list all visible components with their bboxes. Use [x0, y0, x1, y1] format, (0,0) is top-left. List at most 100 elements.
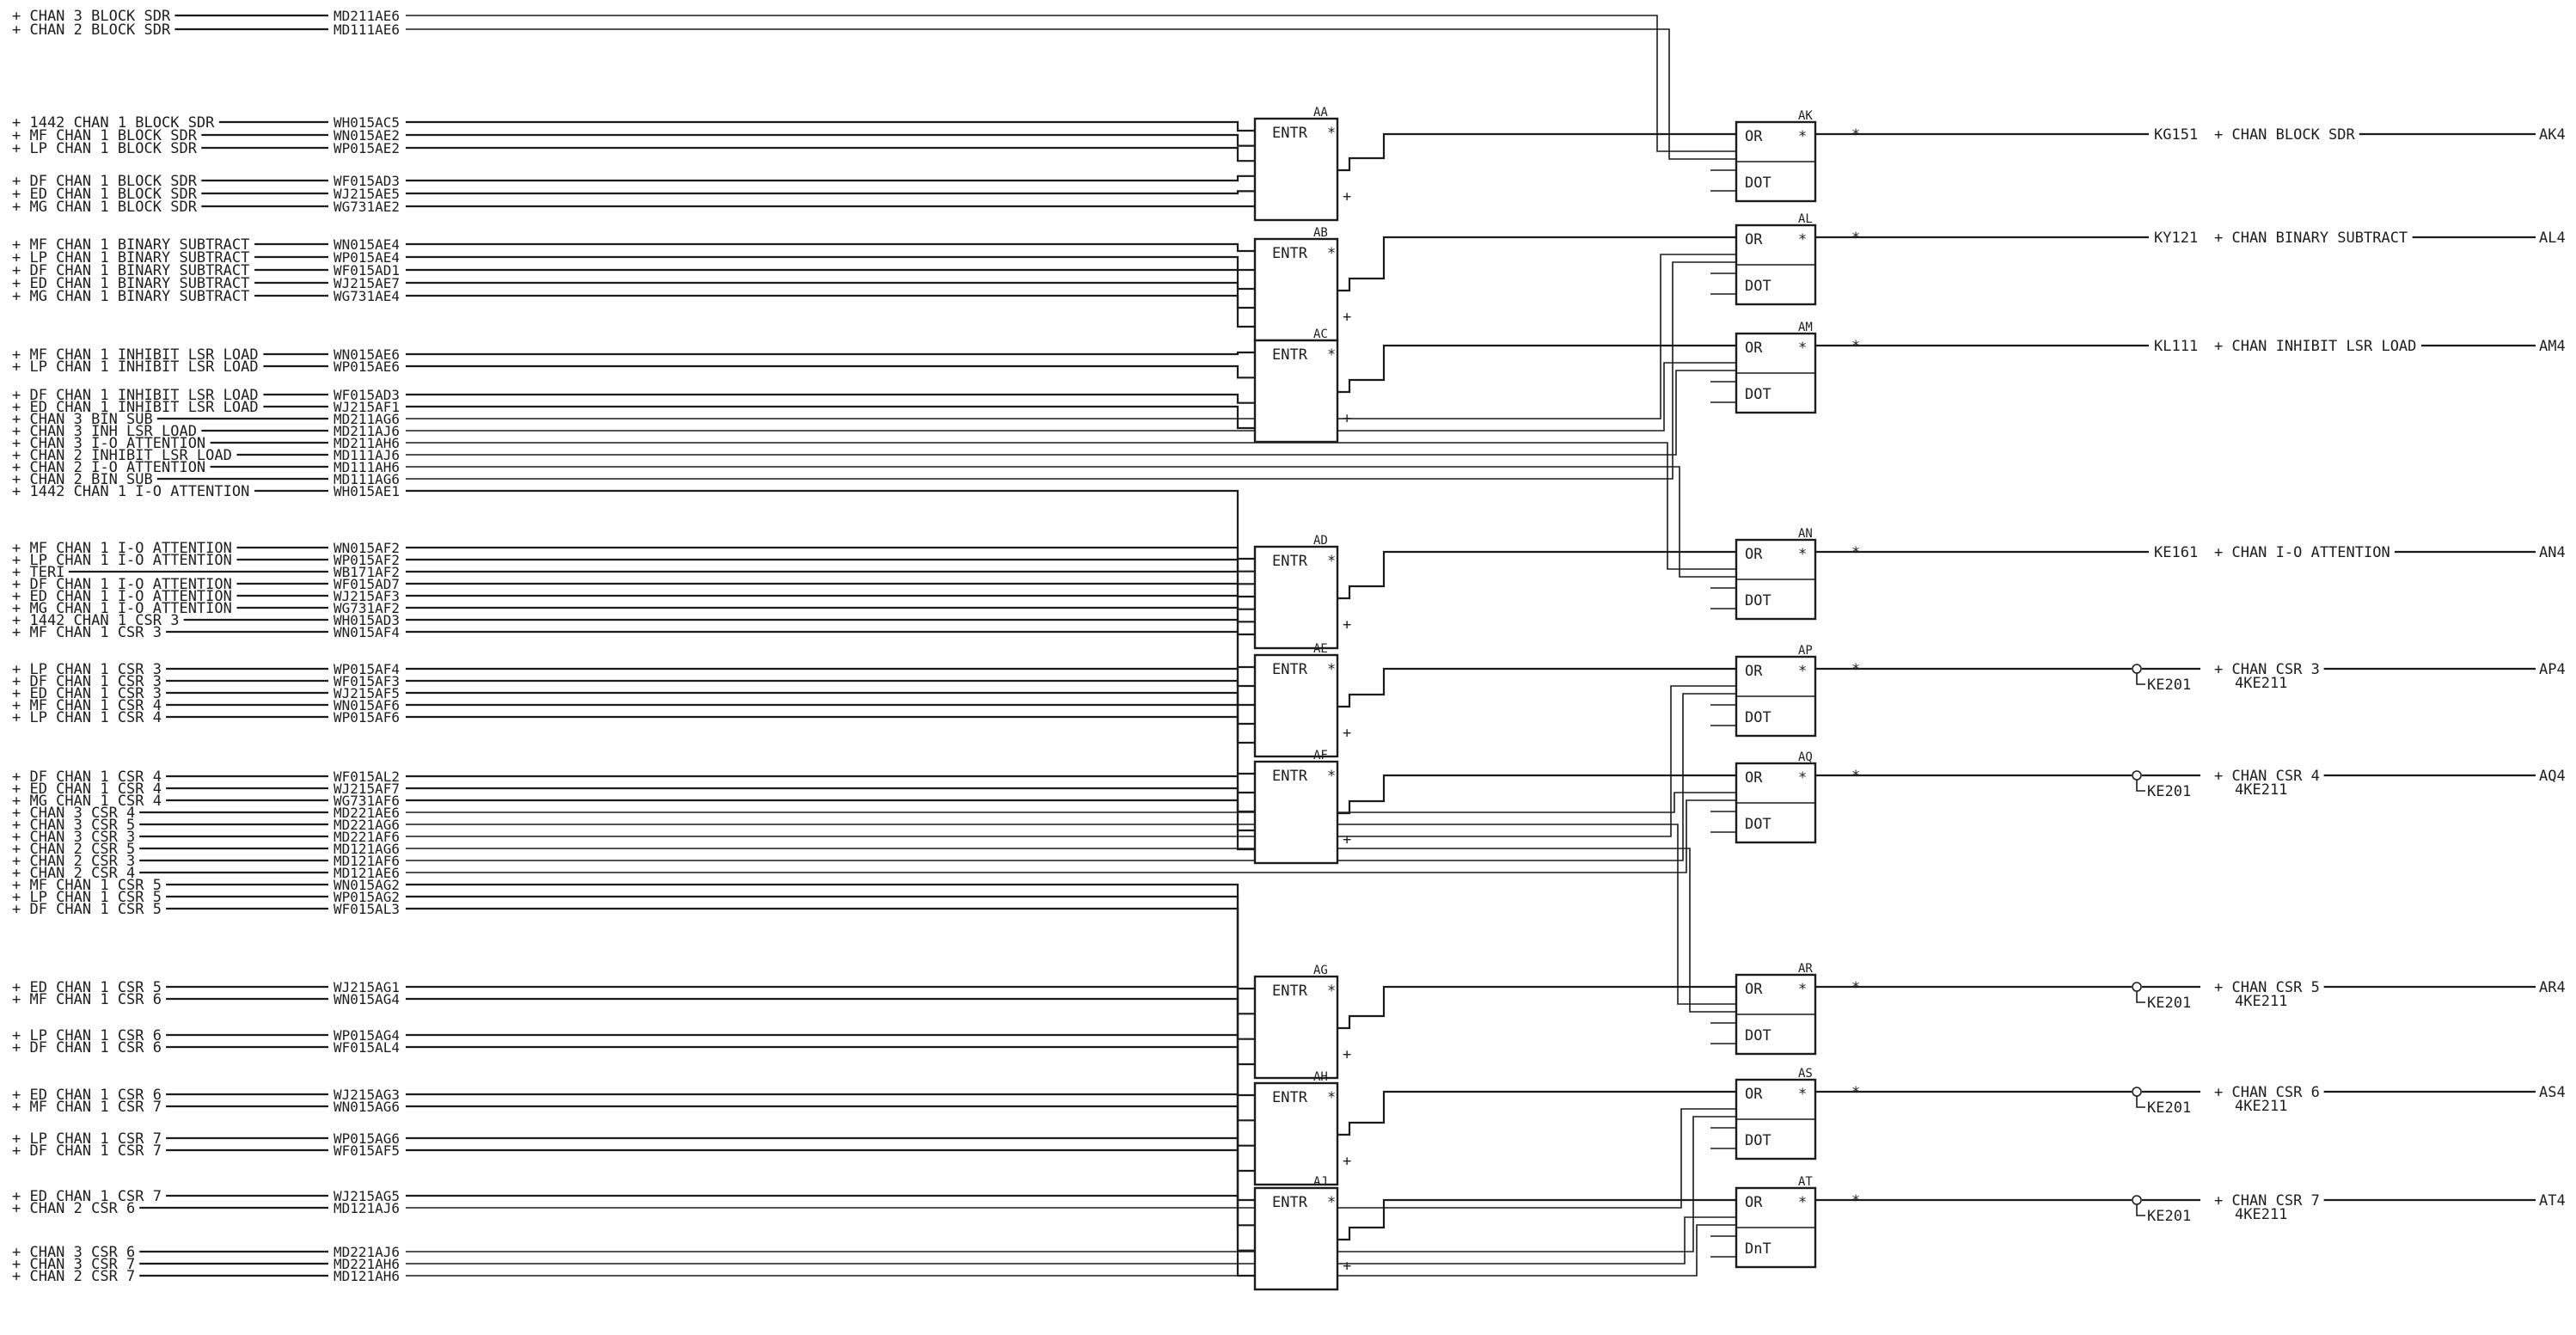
entr-block-label: ENTR [1272, 553, 1308, 570]
input-net-label: MD211AH6 [333, 435, 400, 451]
input-signal-label: + LP CHAN 1 INHIBIT LSR LOAD [12, 358, 259, 376]
input-wire [406, 268, 1255, 291]
input-net-label: WN015AG2 [333, 877, 400, 893]
entr-to-or-wire [1337, 1198, 1736, 1241]
input-net-label: WF015AD1 [333, 262, 400, 279]
input-signal-label: + CHAN 2 BLOCK SDR [12, 21, 171, 39]
input-net-label: WJ215AF7 [333, 781, 400, 797]
output-ref-tap [2136, 991, 2145, 1003]
or-gate-star: * [1798, 546, 1807, 563]
output-ref: KL111 [2154, 338, 2198, 355]
input-net-label: WG731AF2 [333, 600, 400, 616]
entr-block-id: AG [1313, 964, 1328, 977]
output-ref: KE161 [2154, 544, 2198, 561]
entr-block-id: AF [1313, 749, 1328, 762]
input-net-label: MD221AF6 [333, 829, 400, 845]
input-signal-label: + ED CHAN 1 INHIBIT LSR LOAD [12, 399, 259, 416]
dot-gate-label: DOT [1745, 592, 1771, 609]
input-signal-label: + CHAN 2 I-O ATTENTION [12, 459, 205, 476]
output-pin: AL4 [2539, 230, 2566, 247]
or-gate-id: AK [1798, 109, 1813, 123]
or-gate-star: * [1798, 231, 1807, 248]
input-wire [406, 715, 1255, 794]
input-net-label: WP015AG4 [333, 1027, 400, 1044]
input-net-label: MD121AF6 [333, 853, 400, 869]
input-signal-label: + LP CHAN 1 BLOCK SDR [12, 140, 198, 157]
input-signal-label: + MG CHAN 1 CSR 4 [12, 793, 162, 810]
cross-wire [406, 1108, 1736, 1209]
input-wire [406, 907, 1255, 1040]
input-net-label: MD111AJ6 [333, 447, 400, 463]
input-net-label: WJ215AF5 [333, 685, 400, 701]
input-wire [406, 175, 1255, 182]
entr-block-box [1253, 117, 1339, 222]
entr-block-id: AB [1313, 226, 1328, 240]
input-net-label: WF015AF5 [333, 1142, 400, 1159]
input-net-label: WJ215AG5 [333, 1188, 400, 1204]
input-net-label: MD121AH6 [333, 1268, 400, 1284]
input-wire [406, 703, 1255, 775]
input-signal-label: + CHAN 3 CSR 7 [12, 1256, 135, 1273]
input-signal-label: + LP CHAN 1 I-O ATTENTION [12, 552, 232, 569]
input-signal-label: + CHAN 3 BIN SUB [12, 411, 153, 428]
input-wire [406, 594, 1255, 623]
input-wire [406, 255, 1255, 272]
entr-block-star: * [1327, 1089, 1336, 1106]
input-wire [406, 393, 1255, 404]
input-signal-label: + DF CHAN 1 I-O ATTENTION [12, 576, 232, 593]
input-net-label: MD111AE6 [333, 21, 400, 38]
entr-block-star: * [1327, 125, 1336, 142]
input-signal-label: + MG CHAN 1 BLOCK SDR [12, 199, 198, 216]
entr-block-id: AD [1313, 534, 1328, 548]
input-net-label: WP015AE4 [333, 249, 400, 266]
or-gate-id: AP [1798, 644, 1813, 658]
input-net-label: WJ215AG3 [333, 1087, 400, 1103]
cross-wire [406, 28, 1736, 160]
input-net-label: MD211AJ6 [333, 423, 400, 439]
input-signal-label: + DF CHAN 1 CSR 5 [12, 901, 162, 918]
input-wire [406, 630, 1255, 688]
cross-wire [406, 442, 1736, 570]
output-ref: KG151 [2154, 126, 2198, 144]
input-wire [406, 1105, 1255, 1202]
input-signal-label: + DF CHAN 1 CSR 7 [12, 1142, 162, 1160]
input-net-label: WP015AF2 [333, 552, 400, 568]
input-signal-label: + ED CHAN 1 CSR 6 [12, 1087, 162, 1104]
input-net-label: WN015AE4 [333, 236, 400, 253]
input-signal-label: + MF CHAN 1 CSR 5 [12, 877, 162, 894]
entr-block-plus: + [1343, 616, 1351, 634]
input-signal-label: + ED CHAN 1 CSR 4 [12, 781, 162, 798]
input-signal-label: + LP CHAN 1 BINARY SUBTRACT [12, 249, 249, 266]
dot-gate-label: DOT [1745, 1027, 1771, 1044]
input-signal-label: + ED CHAN 1 CSR 5 [12, 979, 162, 996]
entr-block-box [1253, 339, 1339, 444]
input-wire [406, 190, 1255, 195]
input-signal-label: + MF CHAN 1 BLOCK SDR [12, 127, 198, 144]
output-signal-label: + CHAN BLOCK SDR [2214, 126, 2356, 144]
or-gate-id: AQ [1798, 750, 1813, 764]
input-signal-label: + DF CHAN 1 INHIBIT LSR LOAD [12, 387, 259, 404]
input-signal-label: + CHAN 3 CSR 4 [12, 805, 135, 822]
input-net-label: WH015AC5 [333, 114, 400, 131]
or-gate-id: AL [1798, 212, 1813, 226]
entr-to-or-wire [1337, 985, 1736, 1030]
input-wire [406, 775, 1255, 813]
or-gate-id: AN [1798, 527, 1813, 541]
input-net-label: WF015AL2 [333, 769, 400, 785]
output-pin: AS4 [2539, 1084, 2566, 1101]
input-signal-label: + ED CHAN 1 CSR 7 [12, 1188, 162, 1205]
input-wire [406, 364, 1255, 379]
input-net-label: WG731AE4 [333, 288, 400, 304]
input-net-label: WP015AG2 [333, 889, 400, 905]
entr-block-box [1253, 1186, 1339, 1291]
input-signal-label: + MG CHAN 1 I-O ATTENTION [12, 600, 232, 617]
input-signal-label: + CHAN 3 BLOCK SDR [12, 8, 171, 25]
cross-wire [406, 362, 1736, 432]
output-pin: AP4 [2539, 661, 2566, 678]
dot-gate-label: DOT [1745, 1132, 1771, 1149]
